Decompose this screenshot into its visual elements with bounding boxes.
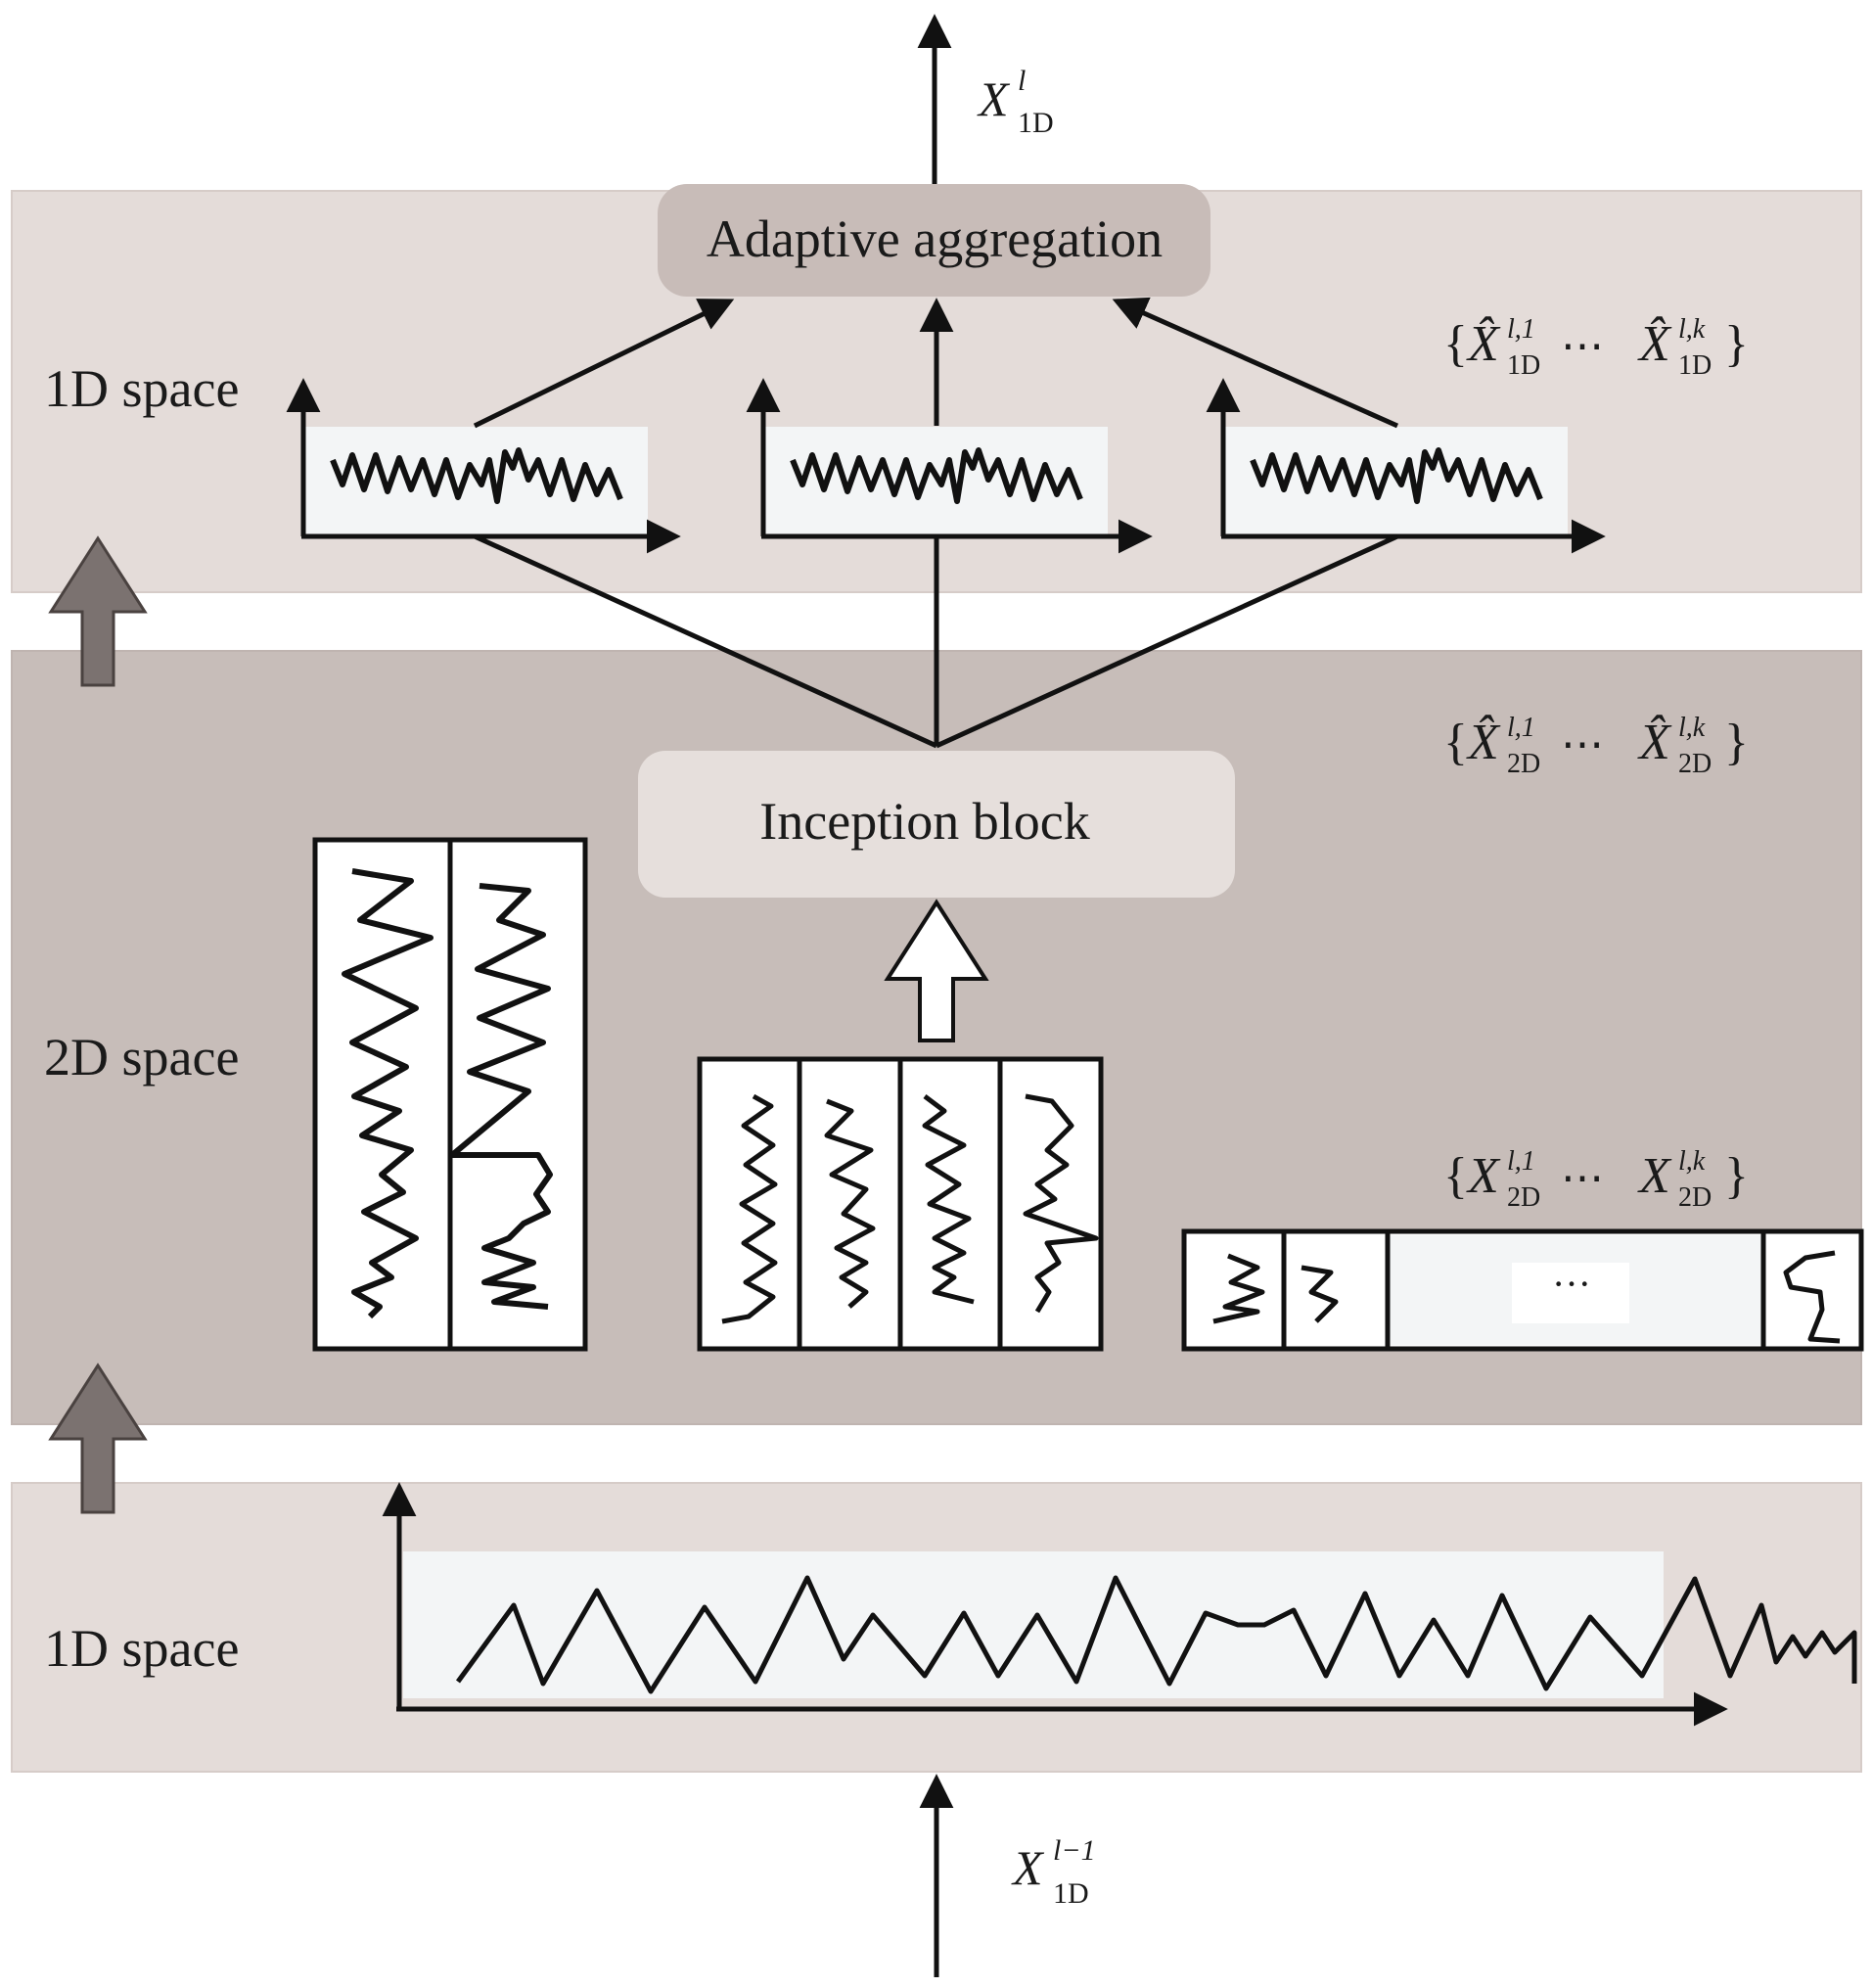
set-hat-2d-sup-first: l,1: [1507, 713, 1535, 743]
set-label-x-hat-2d: { X̂ l,1 2D ⋯ X̂ l,k 2D }: [1443, 713, 1749, 779]
plot-1d-3: [1206, 378, 1606, 554]
tensor-2d-medium-wave-4: [1023, 1093, 1099, 1314]
set-2d-ellipsis: ⋯: [1561, 1154, 1604, 1202]
input-label-sup: l−1: [1053, 1834, 1096, 1867]
set-hat-2d-open: {: [1443, 715, 1468, 770]
set-1d-close: }: [1724, 316, 1749, 372]
set-hat-2d-base-first: X̂: [1466, 715, 1501, 770]
set-2d-base-first: X: [1466, 1148, 1501, 1204]
plot-1d-3-wave: [1250, 447, 1543, 504]
inception-block-label: Inception block: [759, 792, 1089, 851]
set-1d-sup-last: l,k: [1678, 314, 1706, 345]
tensor-2d-period-short: ···: [1181, 1228, 1864, 1352]
tensor-2d-long-wave-2: [449, 883, 553, 1310]
plot-1d-input: [382, 1482, 1857, 1727]
output-label-base: X: [977, 71, 1011, 126]
output-label-sub: 1D: [1018, 107, 1054, 139]
set-1d-base-first: X̂: [1466, 316, 1501, 372]
set-1d-sub-first: 1D: [1507, 350, 1540, 381]
set-2d-sub-last: 2D: [1678, 1182, 1712, 1213]
tensor-2d-short-wave-3: [1783, 1250, 1841, 1344]
set-1d-base-last: X̂: [1637, 316, 1672, 372]
bottom-space-label: 1D space: [44, 1619, 239, 1678]
tensor-2d-medium-wave-3: [922, 1094, 975, 1305]
tensor-2d-short-ellipsis-bg: [1512, 1263, 1629, 1323]
set-hat-2d-sub-first: 2D: [1507, 749, 1540, 779]
middle-space-label: 2D space: [44, 1028, 239, 1086]
top-space-label: 1D space: [44, 359, 239, 418]
plot-3-to-aggregation-arrow: [1112, 297, 1399, 429]
adaptive-aggregation-label: Adaptive aggregation: [707, 209, 1163, 268]
plot-1d-input-wave: [455, 1575, 1857, 1694]
set-2d-sup-first: l,1: [1507, 1146, 1535, 1177]
input-label-base: X: [1011, 1840, 1045, 1895]
tensor-2d-short-ellipsis: ···: [1552, 1262, 1591, 1306]
plot-1d-1-wave: [330, 447, 623, 504]
set-2d-sub-first: 2D: [1507, 1182, 1540, 1213]
set-2d-base-last: X: [1637, 1148, 1672, 1204]
adaptive-aggregation-box: [658, 184, 1210, 297]
tensor-2d-short-wave-2: [1301, 1265, 1339, 1323]
plot-1d-2: [746, 378, 1153, 554]
set-1d-open: {: [1443, 316, 1468, 372]
output-label-sup: l: [1018, 65, 1026, 97]
fat-arrow-1d-to-2d: [48, 1363, 148, 1514]
plot-1-to-aggregation-arrow: [473, 299, 735, 429]
plot-1d-2-wave: [790, 447, 1083, 504]
set-1d-sub-last: 1D: [1678, 350, 1712, 381]
tensor-2d-medium-wave-2: [824, 1098, 876, 1309]
fat-arrow-2d-to-1d: [48, 535, 148, 687]
set-2d-sup-last: l,k: [1678, 1146, 1706, 1177]
set-1d-sup-first: l,1: [1507, 314, 1535, 345]
set-hat-2d-sub-last: 2D: [1678, 749, 1712, 779]
inception-to-plot-3-line: [935, 533, 1399, 749]
set-1d-ellipsis: ⋯: [1561, 322, 1604, 370]
set-hat-2d-ellipsis: ⋯: [1561, 720, 1604, 768]
input-label-sub: 1D: [1053, 1877, 1089, 1910]
inception-to-plot-1-line: [473, 533, 938, 749]
set-hat-2d-sup-last: l,k: [1678, 713, 1706, 743]
tensor-2d-medium-wave-1: [721, 1093, 778, 1324]
tensor-2d-period-medium: [697, 1056, 1104, 1352]
set-hat-2d-close: }: [1724, 715, 1749, 770]
input-label: X l−1 1D: [1011, 1834, 1096, 1910]
inception-block-box: [638, 751, 1235, 898]
tensor-2d-long-wave-1: [342, 868, 434, 1319]
hollow-arrow-to-inception: [884, 899, 989, 1042]
set-label-x-hat-1d: { X̂ l,1 1D ⋯ X̂ l,k 1D }: [1443, 314, 1749, 381]
tensor-2d-short-cell-2: [1284, 1235, 1386, 1345]
tensor-2d-short-wave-1: [1212, 1253, 1265, 1324]
set-label-x-2d: { X l,1 2D ⋯ X l,k 2D }: [1443, 1146, 1749, 1213]
set-2d-close: }: [1724, 1148, 1749, 1204]
plot-1d-1: [286, 378, 681, 554]
set-hat-2d-base-last: X̂: [1637, 715, 1672, 770]
set-2d-open: {: [1443, 1148, 1468, 1204]
tensor-2d-period-long: [312, 837, 588, 1352]
output-label: X l 1D: [977, 65, 1054, 139]
